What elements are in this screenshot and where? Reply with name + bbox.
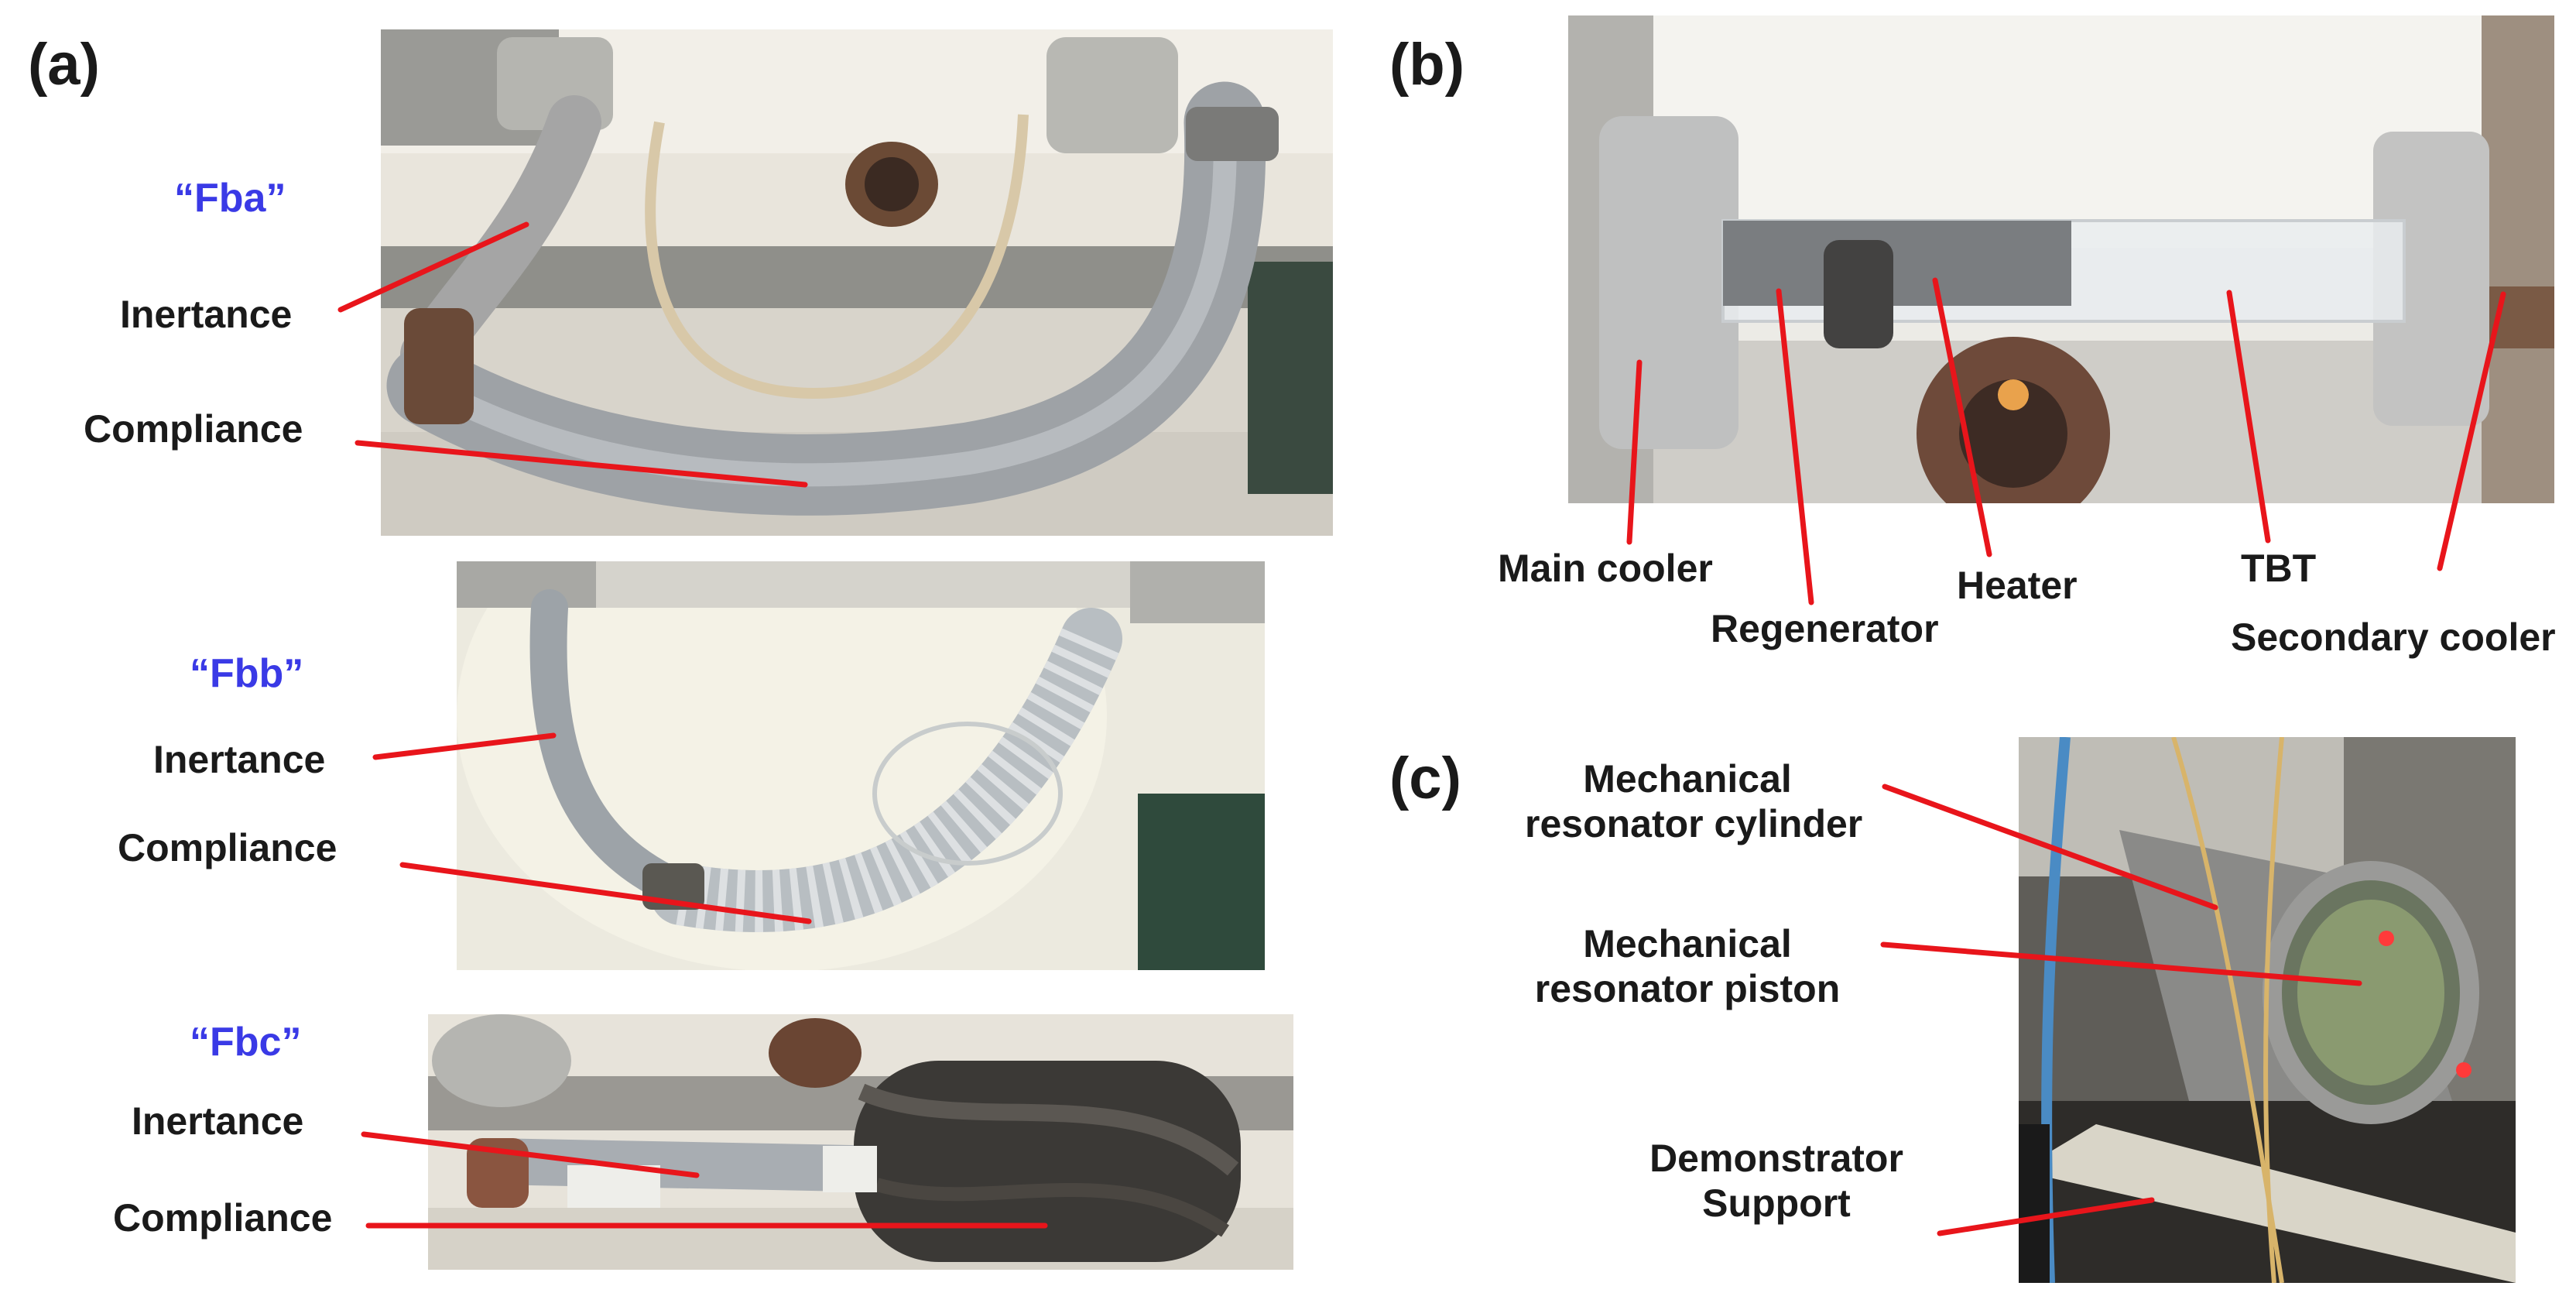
fba-compliance-label: Compliance xyxy=(84,407,303,451)
demonstrator-support-label-line2: Support xyxy=(1702,1181,1851,1225)
photo-mechanical-resonator xyxy=(2019,737,2516,1283)
tbt-label: TBT xyxy=(2241,547,2317,590)
resonator-piston-label: Mechanical resonator piston xyxy=(1525,922,1850,1011)
panel-b-letter: (b) xyxy=(1389,32,1465,98)
photo-fba xyxy=(381,29,1333,536)
resonator-cylinder-label-line1: Mechanical xyxy=(1583,757,1792,801)
main-cooler-label: Main cooler xyxy=(1498,547,1713,590)
fba-inertance-label: Inertance xyxy=(120,293,293,336)
photo-fbc xyxy=(428,1014,1293,1270)
photo-fbb xyxy=(457,561,1265,970)
demonstrator-support-label-line1: Demonstrator xyxy=(1649,1137,1903,1180)
fbb-inertance-label: Inertance xyxy=(153,738,326,781)
fba-config-title: “Fba” xyxy=(174,176,286,221)
fbc-compliance-label: Compliance xyxy=(113,1196,333,1240)
resonator-cylinder-label: Mechanical resonator cylinder xyxy=(1525,757,1863,846)
demonstrator-support-label: Demonstrator Support xyxy=(1637,1137,1916,1226)
fbc-inertance-label: Inertance xyxy=(132,1099,304,1143)
photo-thermoacoustic-engine xyxy=(1568,15,2554,503)
resonator-cylinder-label-line2: resonator cylinder xyxy=(1525,801,1863,845)
fbb-config-title: “Fbb” xyxy=(190,651,304,696)
fbc-config-title: “Fbc” xyxy=(190,1020,302,1065)
heater-label: Heater xyxy=(1957,564,2078,607)
resonator-piston-label-line2: resonator piston xyxy=(1534,966,1841,1010)
panel-a-letter: (a) xyxy=(28,32,100,98)
panel-c-letter: (c) xyxy=(1389,746,1461,811)
fbb-compliance-label: Compliance xyxy=(118,826,337,869)
regenerator-label: Regenerator xyxy=(1711,607,1939,650)
resonator-piston-label-line1: Mechanical xyxy=(1583,922,1792,965)
secondary-cooler-label: Secondary cooler xyxy=(2231,616,2556,659)
